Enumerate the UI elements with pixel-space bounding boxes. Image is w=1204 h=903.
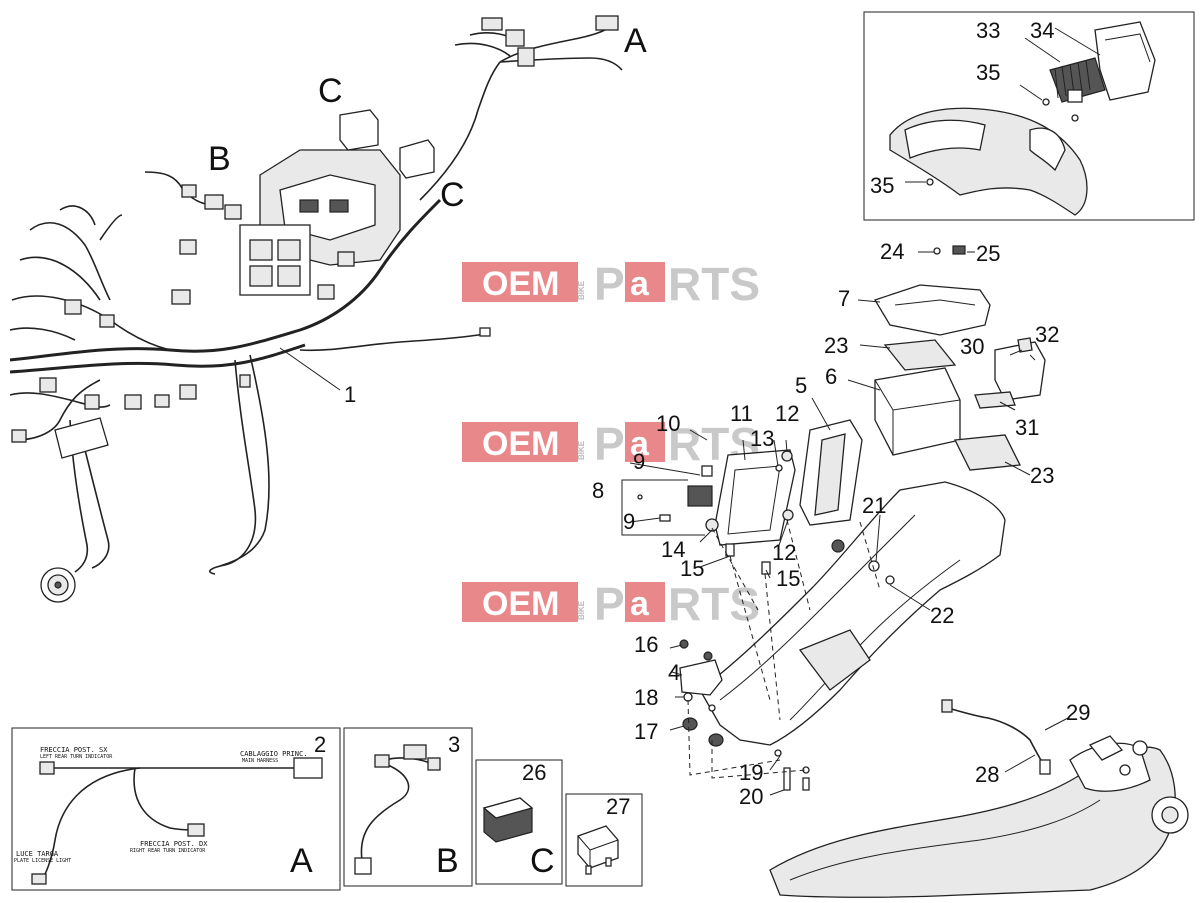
watermark-a: a	[630, 265, 650, 303]
label-left-turn-it: FRECCIA POST. SX	[40, 746, 108, 754]
watermark-bike: BIKE	[577, 440, 586, 460]
watermark-bike: BIKE	[577, 280, 586, 300]
inset-c-frame	[475, 759, 563, 885]
callout-24: 24	[880, 239, 904, 264]
callout-27: 27	[606, 794, 630, 819]
watermark-p: P	[594, 418, 625, 470]
callout-15b: 15	[776, 566, 800, 591]
callout-18: 18	[634, 685, 658, 710]
callout-25: 25	[976, 241, 1000, 266]
callout-3: 3	[448, 732, 460, 757]
callout-6: 6	[825, 364, 837, 389]
callout-11: 11	[730, 401, 753, 426]
inset-fuse-frame	[565, 793, 643, 887]
callout-28: 28	[975, 762, 999, 787]
label-plate-light-it: LUCE TARGA	[16, 850, 59, 858]
label-right-turn-it: FRECCIA POST. DX	[140, 840, 208, 848]
watermark-a: a	[630, 425, 650, 463]
label-right-turn-en: RIGHT REAR TURN INDICATOR	[130, 848, 206, 854]
callout-9a: 9	[633, 449, 645, 474]
letter-c-relay-top: C	[318, 72, 343, 110]
letter-a-connector: A	[624, 22, 647, 60]
callout-26: 26	[522, 760, 546, 785]
label-left-turn-en: LEFT REAR TURN INDICATOR	[40, 754, 113, 760]
watermark-bike: BIKE	[577, 600, 586, 620]
callout-31: 31	[1015, 415, 1039, 440]
callout-12a: 12	[775, 401, 799, 426]
inset-a-harness: FRECCIA POST. SX LEFT REAR TURN INDICATO…	[14, 746, 323, 885]
letter-a-inset: A	[290, 842, 313, 880]
callout-14: 14	[661, 537, 685, 562]
callout-1: 1	[344, 382, 356, 407]
callout-15a: 15	[680, 556, 704, 581]
watermark-p: P	[594, 258, 625, 310]
watermark-a: a	[630, 585, 650, 623]
label-main-harness-en: MAIN HARNESS	[242, 758, 278, 764]
fuse-27	[577, 825, 619, 875]
relay-26	[482, 797, 534, 843]
callout-23a: 23	[824, 333, 848, 358]
letter-c-inset: C	[530, 842, 555, 880]
callout-32: 32	[1035, 322, 1059, 347]
callout-9b: 9	[623, 509, 635, 534]
letter-b-connector: B	[208, 140, 231, 178]
callout-13: 13	[750, 426, 774, 451]
callout-23b: 23	[1030, 463, 1054, 488]
battery-tray-assembly	[637, 245, 1046, 791]
callout-20: 20	[739, 784, 763, 809]
watermark-p: P	[594, 578, 625, 630]
callout-5: 5	[795, 373, 807, 398]
watermark-bottom: OEM BIKE P a RTS	[462, 578, 760, 630]
callout-35a: 35	[976, 60, 1000, 85]
inset-a-frame	[11, 727, 341, 891]
callout-34: 34	[1030, 18, 1054, 43]
callout-8: 8	[592, 478, 604, 503]
callout-12b: 12	[772, 540, 796, 565]
callout-21: 21	[862, 493, 886, 518]
swingarm-assembly	[769, 699, 1189, 898]
inset-rear-fender-frame	[863, 11, 1195, 221]
watermark-oem: OEM	[482, 425, 559, 463]
callout-30: 30	[960, 334, 984, 359]
watermark-middle: OEM BIKE P a RTS	[462, 418, 760, 470]
callout-35b: 35	[870, 173, 894, 198]
callout-4: 4	[668, 660, 680, 685]
callout-29: 29	[1066, 700, 1090, 725]
watermark-oem: OEM	[482, 265, 559, 303]
callout-17: 17	[634, 719, 658, 744]
label-plate-light-en: PLATE LICENSE LIGHT	[14, 858, 71, 864]
watermark-rts: RTS	[668, 578, 760, 630]
rear-fender-assembly	[889, 21, 1156, 216]
callout-10: 10	[656, 411, 680, 436]
letter-b-inset: B	[436, 842, 459, 880]
callout-33: 33	[976, 18, 1000, 43]
callout-2: 2	[314, 732, 326, 757]
inset-b-harness	[354, 744, 441, 875]
label-main-harness-it: CABLAGGIO PRINC.	[240, 750, 307, 758]
main-wiring-harness	[9, 15, 623, 603]
callout-7: 7	[838, 286, 850, 311]
inset-b-frame	[343, 727, 473, 887]
leader-lines	[279, 27, 1101, 796]
callout-22: 22	[930, 603, 954, 628]
letter-c-relay-right: C	[440, 176, 465, 214]
callout-19: 19	[739, 760, 763, 785]
watermark-rts: RTS	[668, 258, 760, 310]
callout-16: 16	[634, 632, 658, 657]
watermark-top: OEM BIKE P a RTS	[462, 258, 760, 310]
watermark-oem: OEM	[482, 585, 559, 623]
